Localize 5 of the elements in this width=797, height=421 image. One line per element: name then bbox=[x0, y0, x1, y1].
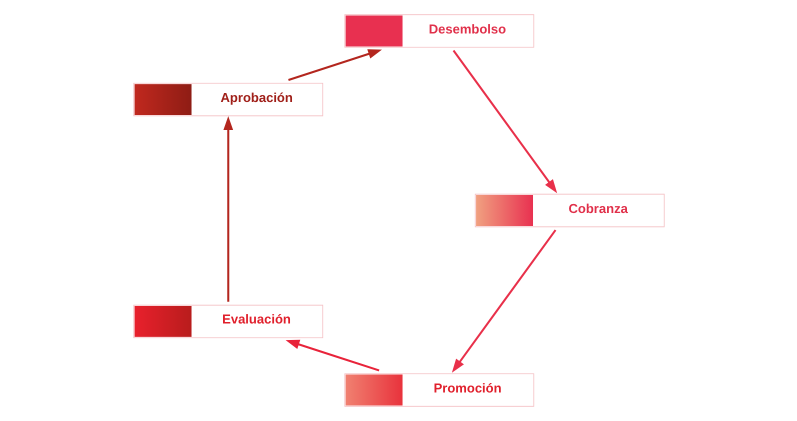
arrow bbox=[222, 116, 233, 302]
arrow bbox=[288, 49, 382, 81]
arrow bbox=[452, 50, 557, 194]
arrow bbox=[285, 340, 379, 372]
arrow bbox=[451, 229, 556, 373]
